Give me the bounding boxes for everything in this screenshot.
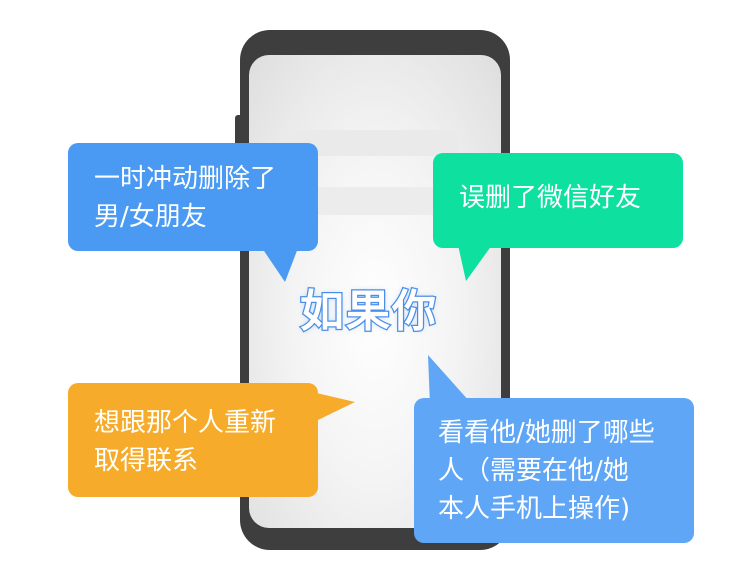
center-title: 如果你 — [299, 286, 438, 337]
bubble-text-line: 男/女朋友 — [94, 202, 207, 232]
bubble-text-line: 取得联系 — [94, 446, 199, 476]
bubble-text-line: 一时冲动删除了 — [94, 164, 277, 194]
bubble-bottom-right: 看看他/她删了哪些 人（需要在他/她 本人手机上操作) — [414, 398, 694, 543]
bubble-top-left: 一时冲动删除了 男/女朋友 — [68, 143, 318, 251]
bubble-text-line: 看看他/她删了哪些 — [438, 418, 655, 448]
bubble-text-line: 误删了微信好友 — [459, 183, 642, 213]
bubble-top-right: 误删了微信好友 — [433, 153, 683, 248]
bubble-text-line: 人（需要在他/她 — [438, 456, 629, 486]
bubble-text-line: 本人手机上操作) — [438, 494, 631, 524]
bubble-bottom-left: 想跟那个人重新 取得联系 — [68, 383, 318, 497]
bubble-text-line: 想跟那个人重新 — [94, 408, 277, 438]
